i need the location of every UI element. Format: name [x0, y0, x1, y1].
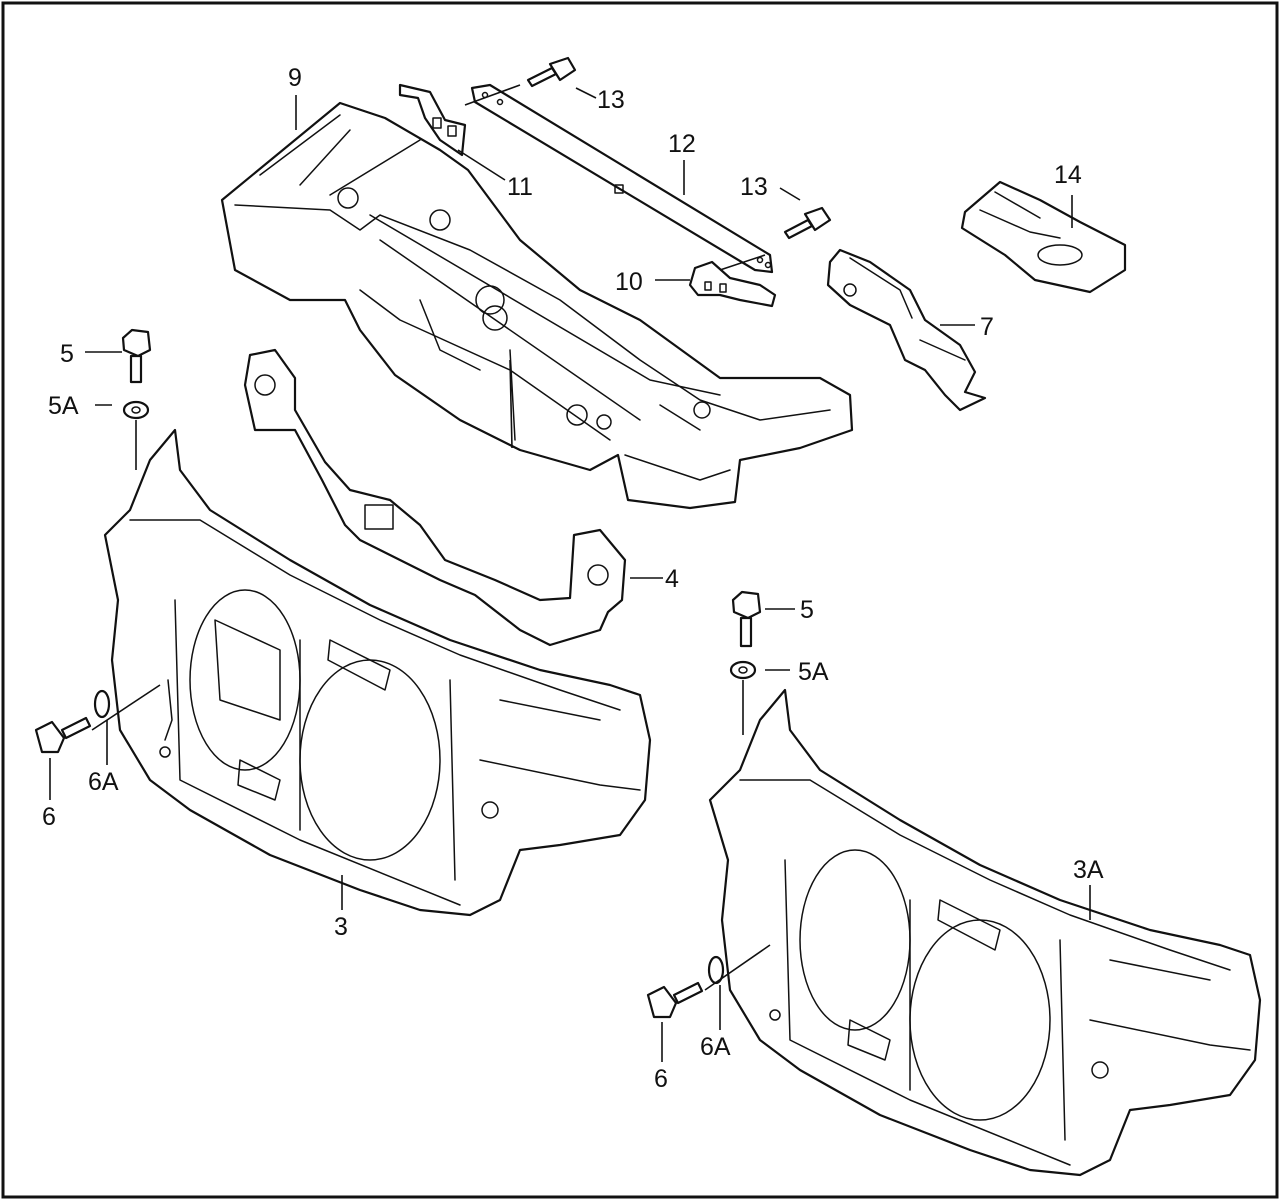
label-13-lower: 13 — [740, 173, 768, 201]
part-5-bolt-left — [121, 328, 152, 384]
label-6A-right: 6A — [700, 1033, 731, 1061]
callout-labels: 9 13 11 12 13 14 10 7 5 5A 4 5 5A 6A 6 3… — [42, 64, 1104, 1093]
label-5-right: 5 — [800, 596, 814, 624]
label-3: 3 — [334, 913, 348, 941]
label-7: 7 — [980, 313, 994, 341]
label-6-left: 6 — [42, 803, 56, 831]
part-6-bolt-left — [34, 716, 92, 754]
part-5-bolt-right — [731, 590, 762, 648]
label-6-right: 6 — [654, 1065, 668, 1093]
label-13-upper: 13 — [597, 86, 625, 114]
part-5A-washer-left — [122, 400, 150, 420]
label-3A: 3A — [1073, 856, 1104, 884]
part-13-bolt-lower — [783, 206, 832, 240]
part-3-front-panel — [103, 428, 652, 917]
label-4: 4 — [665, 565, 679, 593]
part-14-tray-bracket — [960, 180, 1127, 294]
label-5A-right: 5A — [798, 658, 829, 686]
leader-lines — [49, 84, 1091, 1062]
label-10: 10 — [615, 268, 643, 296]
part-9-lock-carrier-panel — [220, 101, 854, 510]
label-5A-left: 5A — [48, 392, 79, 420]
part-13-bolt-upper — [526, 56, 577, 88]
label-12: 12 — [668, 130, 696, 158]
part-10-bracket — [688, 260, 777, 308]
part-6-bolt-right — [646, 981, 704, 1019]
part-11-bracket — [398, 83, 467, 157]
part-7-side-member — [826, 248, 987, 412]
part-5A-washer-right — [729, 660, 757, 680]
label-9: 9 — [288, 64, 302, 92]
part-4-cross-brace — [243, 348, 627, 647]
part-6A-washer-left — [93, 689, 111, 719]
label-11: 11 — [507, 173, 533, 201]
label-6A-left: 6A — [88, 768, 119, 796]
label-5-left: 5 — [60, 340, 74, 368]
part-3A-front-panel — [708, 688, 1262, 1177]
label-14: 14 — [1054, 161, 1082, 189]
